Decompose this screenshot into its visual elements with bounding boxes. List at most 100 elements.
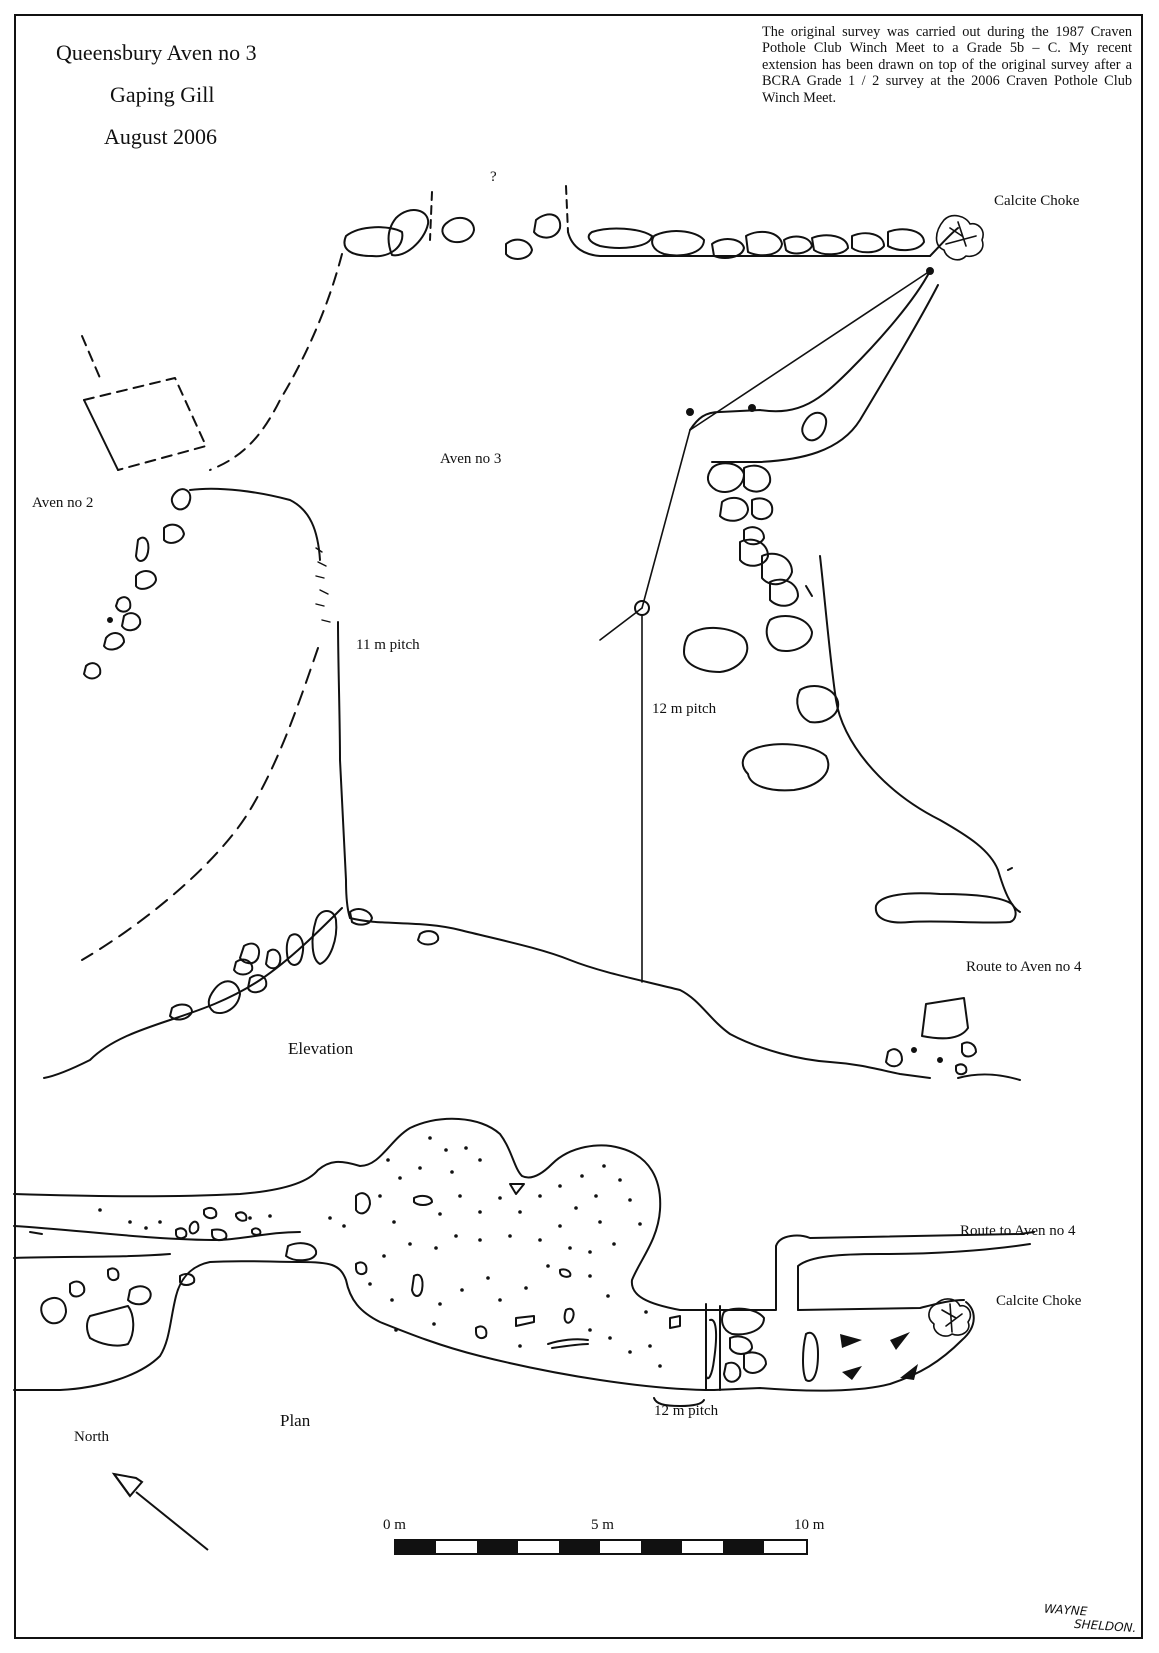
boulder bbox=[179, 1273, 196, 1286]
plan-floor-dots bbox=[98, 1136, 662, 1368]
boulder bbox=[355, 1261, 368, 1276]
survey-title: Queensbury Aven no 3 bbox=[56, 40, 257, 65]
boulder bbox=[285, 933, 304, 966]
rope-line bbox=[689, 270, 931, 431]
plan-pitch-bracket bbox=[653, 1397, 705, 1407]
boulder bbox=[285, 1242, 318, 1262]
roof-passage-line bbox=[567, 231, 931, 257]
boulder bbox=[705, 1318, 718, 1380]
boulder bbox=[207, 980, 241, 1014]
slope-arrow bbox=[842, 1366, 862, 1380]
boulder bbox=[563, 1307, 575, 1324]
boulder bbox=[127, 1285, 152, 1306]
north-arrow bbox=[111, 1472, 209, 1551]
boulder bbox=[533, 213, 562, 239]
boulder bbox=[251, 1227, 262, 1236]
plan-pitch12-label: 12 m pitch bbox=[654, 1403, 719, 1419]
boulder bbox=[683, 626, 749, 673]
boulder bbox=[743, 464, 772, 493]
elevation-section-label: Elevation bbox=[288, 1039, 354, 1058]
boulder bbox=[188, 1220, 200, 1235]
boulder bbox=[40, 1296, 67, 1325]
boulder bbox=[441, 216, 475, 244]
boulder bbox=[801, 411, 828, 442]
rope-anchor bbox=[686, 408, 694, 416]
elevation-calcite-choke-label: Calcite Choke bbox=[994, 193, 1080, 209]
boulder bbox=[811, 234, 849, 256]
boulder bbox=[955, 1063, 968, 1076]
boulder bbox=[587, 227, 653, 249]
elevation-floor-left bbox=[43, 907, 343, 1079]
dashed-shaft bbox=[565, 185, 569, 233]
survey-date: August 2006 bbox=[104, 124, 218, 149]
pitch11-label: 11 m pitch bbox=[356, 637, 420, 653]
boulder bbox=[559, 1268, 572, 1278]
boulder bbox=[783, 235, 813, 255]
boulder bbox=[805, 585, 813, 597]
boulder bbox=[761, 552, 793, 586]
boulder bbox=[343, 226, 404, 258]
boulder bbox=[515, 1315, 535, 1327]
boulder bbox=[723, 1361, 742, 1383]
pitch11-wall bbox=[189, 487, 321, 561]
boulder bbox=[769, 578, 799, 607]
boulder bbox=[475, 1325, 488, 1340]
aven3-label: Aven no 3 bbox=[440, 451, 502, 467]
calcite-choke-plan bbox=[928, 1298, 972, 1337]
boulder bbox=[743, 1351, 767, 1374]
plan-section-label: Plan bbox=[280, 1411, 311, 1430]
rope-line bbox=[641, 429, 691, 609]
boulder bbox=[387, 209, 430, 257]
boulder bbox=[235, 1211, 248, 1222]
boulder bbox=[69, 1280, 86, 1298]
boulder bbox=[83, 662, 102, 680]
boulder bbox=[651, 230, 705, 257]
boulder bbox=[765, 615, 813, 652]
boulder bbox=[411, 1273, 424, 1297]
boulder bbox=[175, 1227, 188, 1240]
boulder bbox=[711, 238, 745, 259]
cave-name: Gaping Gill bbox=[110, 82, 215, 107]
boulder bbox=[86, 1305, 135, 1347]
boulder bbox=[203, 1207, 218, 1220]
plan-outline-west-inner bbox=[13, 1225, 301, 1241]
rope-tail bbox=[599, 607, 643, 641]
scale-label-10: 10 m bbox=[794, 1517, 825, 1533]
right-ledge bbox=[1007, 867, 1013, 871]
plan-outline-route-inner bbox=[797, 1243, 1031, 1311]
boulder bbox=[802, 1331, 819, 1382]
scale-label-5: 5 m bbox=[591, 1517, 614, 1533]
dot bbox=[107, 617, 113, 623]
boulder bbox=[505, 238, 533, 260]
north-arrow-shaft bbox=[135, 1491, 209, 1551]
elevation-pitch12-label: 12 m pitch bbox=[652, 701, 717, 717]
plan-route-aven4-label: Route to Aven no 4 bbox=[960, 1223, 1076, 1239]
north-label: North bbox=[74, 1429, 109, 1445]
plan-outline-lower bbox=[13, 1260, 715, 1391]
survey-sheet bbox=[14, 14, 1143, 1639]
boulder bbox=[265, 948, 282, 970]
boulder bbox=[349, 908, 373, 926]
boulder bbox=[417, 930, 440, 946]
slope-arrow bbox=[890, 1332, 910, 1350]
boulder bbox=[247, 974, 268, 994]
boulder bbox=[741, 743, 830, 792]
slope-arrow bbox=[840, 1334, 862, 1348]
boulder bbox=[706, 462, 745, 493]
floor-mark bbox=[547, 1338, 589, 1349]
aven3-left-dashed-wall bbox=[209, 253, 343, 471]
boulder bbox=[239, 942, 260, 965]
survey-note: The original survey was carried out duri… bbox=[762, 24, 1132, 106]
boulder bbox=[885, 1048, 903, 1068]
boulder bbox=[509, 1183, 525, 1195]
boulder bbox=[413, 1194, 433, 1206]
elevation-floor-right bbox=[957, 1073, 1021, 1081]
boulder bbox=[961, 1041, 977, 1058]
boulder bbox=[211, 1228, 228, 1242]
boulder bbox=[311, 910, 338, 965]
plan-outline-upper bbox=[13, 1117, 1035, 1311]
boulder bbox=[743, 526, 765, 546]
roof-right-edge bbox=[929, 227, 959, 257]
aven3-right-wall-lower bbox=[711, 284, 939, 463]
